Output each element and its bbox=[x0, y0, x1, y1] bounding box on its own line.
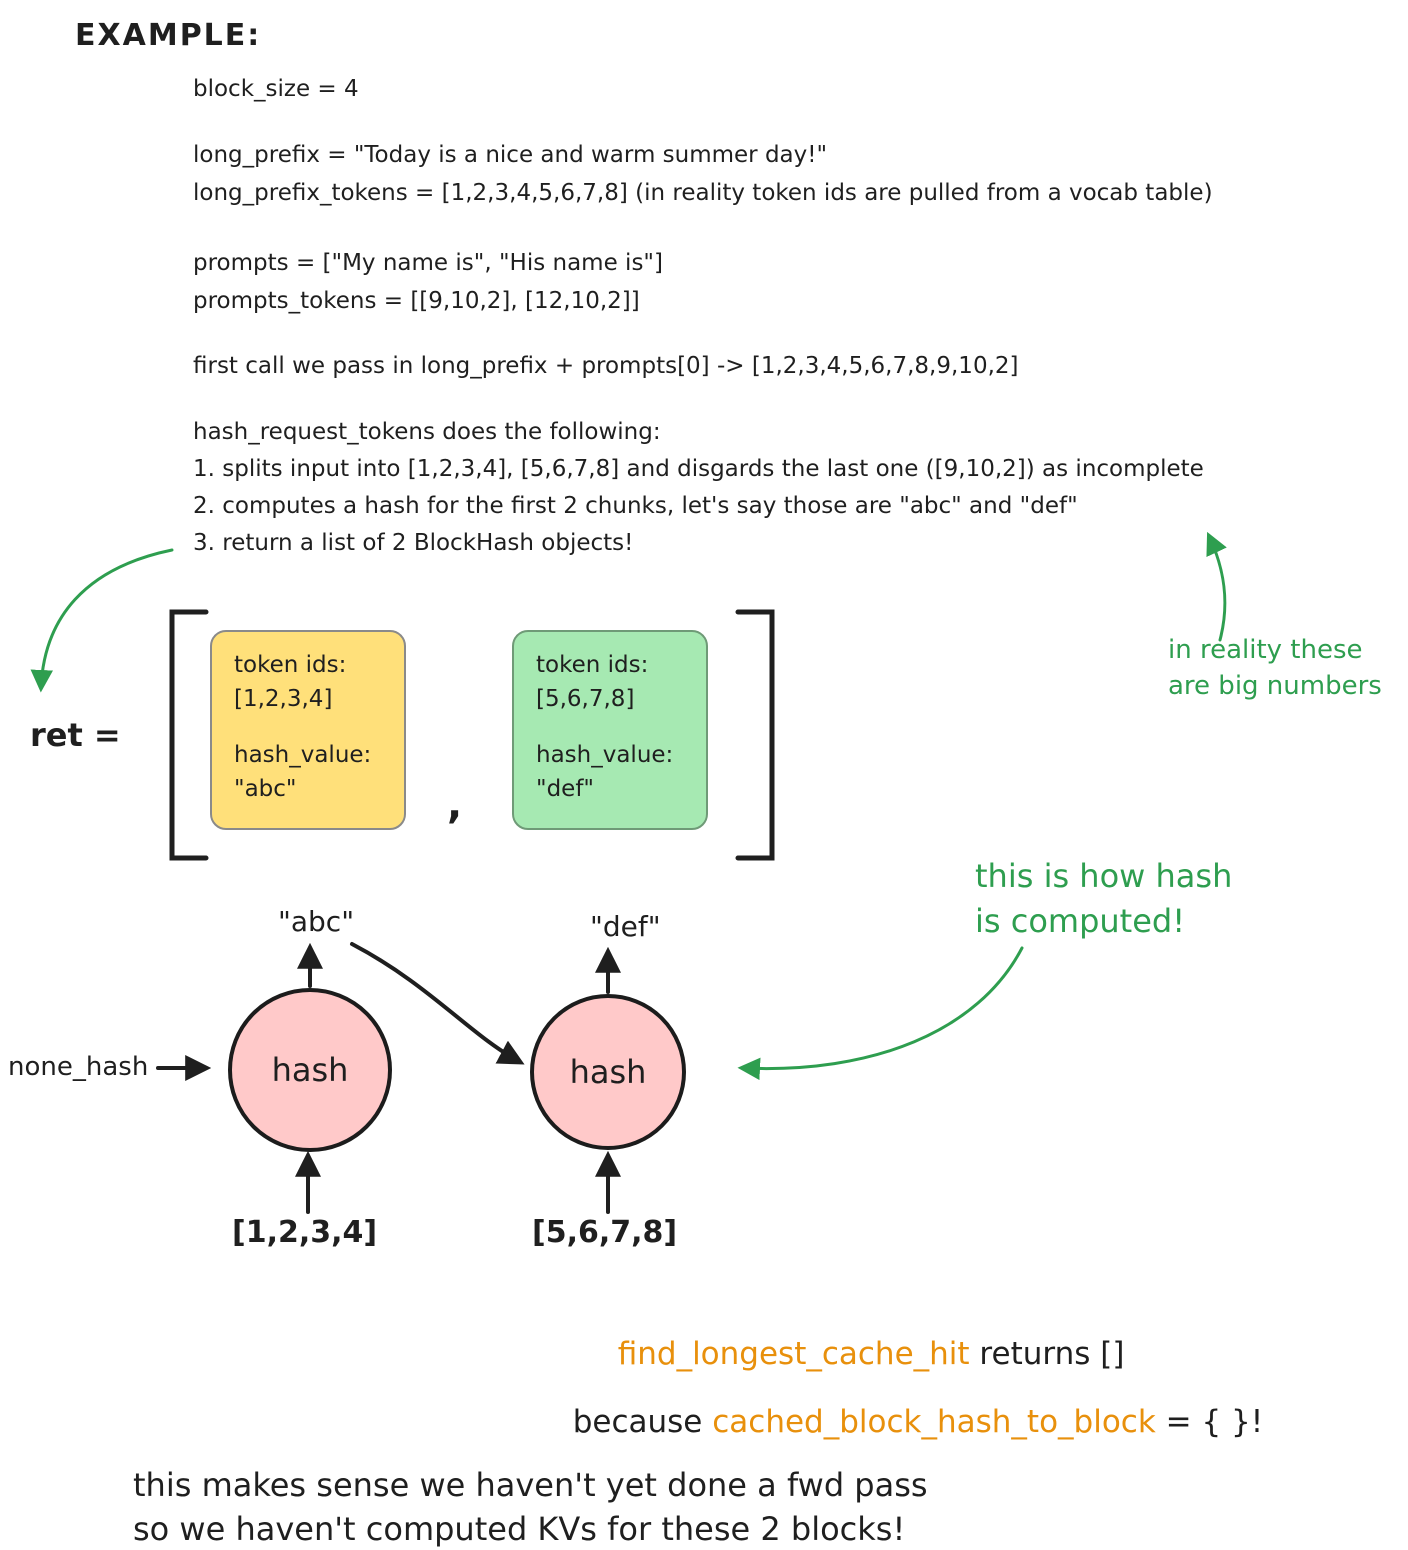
left-hash-circle bbox=[228, 988, 392, 1152]
list-comma: , bbox=[447, 782, 463, 828]
note-big-numbers-line2: are big numbers bbox=[1168, 671, 1382, 701]
code-line-step-3: 3. return a list of 2 BlockHash objects! bbox=[193, 530, 634, 556]
hash-field-value: "def" bbox=[536, 776, 595, 802]
hash-field-label: hash_value: bbox=[234, 742, 372, 768]
code-line-hash-request: hash_request_tokens does the following: bbox=[193, 419, 661, 445]
code-line-block-size: block_size = 4 bbox=[193, 76, 359, 102]
code-line-step-2: 2. computes a hash for the first 2 chunk… bbox=[193, 493, 1078, 519]
note-how-hash-line2: is computed! bbox=[975, 902, 1186, 940]
hash-field-label: hash_value: bbox=[536, 742, 674, 768]
how-hash-arrow bbox=[737, 946, 1024, 1081]
right-hash-node-label: hash bbox=[569, 1053, 647, 1091]
ret-annotation-arrow bbox=[30, 548, 174, 693]
chain-arrow bbox=[350, 942, 525, 1065]
abc-output-label: "abc" bbox=[278, 905, 355, 938]
code-line-long-prefix-tokens: long_prefix_tokens = [1,2,3,4,5,6,7,8] (… bbox=[193, 180, 1213, 206]
big-numbers-arrow bbox=[1206, 531, 1227, 642]
cache-map-result-line: because cached_block_hash_to_block = { }… bbox=[553, 1368, 1264, 1440]
page-title: EXAMPLE: bbox=[75, 18, 262, 53]
returns-text: returns [] bbox=[969, 1336, 1125, 1372]
code-line-first-call: first call we pass in long_prefix + prom… bbox=[193, 353, 1019, 379]
ret-label: ret = bbox=[30, 716, 121, 754]
fn-name: find_longest_cache_hit bbox=[617, 1336, 970, 1372]
note-how-hash-line1: this is how hash bbox=[975, 857, 1233, 895]
left-tokens-label: [1,2,3,4] bbox=[232, 1215, 378, 1250]
tokens-field-value: [1,2,3,4] bbox=[234, 686, 333, 712]
left-hash-node-label: hash bbox=[271, 1051, 349, 1089]
right-tokens-label: [5,6,7,8] bbox=[532, 1215, 678, 1250]
hash-field-value: "abc" bbox=[234, 776, 297, 802]
footer-line1: this makes sense we haven't yet done a f… bbox=[133, 1466, 928, 1504]
tokens-field-label: token ids: bbox=[234, 652, 347, 678]
tokens-field-label: token ids: bbox=[536, 652, 649, 678]
right-bracket bbox=[735, 609, 775, 861]
code-line-step-1: 1. splits input into [1,2,3,4], [5,6,7,8… bbox=[193, 456, 1204, 482]
right-hash-circle bbox=[530, 994, 686, 1150]
code-line-prompts: prompts = ["My name is", "His name is"] bbox=[193, 250, 663, 276]
equals-text: = { }! bbox=[1155, 1404, 1264, 1440]
code-line-prompts-tokens: prompts_tokens = [[9,10,2], [12,10,2]] bbox=[193, 288, 640, 314]
tokens-field-value: [5,6,7,8] bbox=[536, 686, 635, 712]
note-big-numbers-line1: in reality these bbox=[1168, 635, 1363, 665]
footer-line2: so we haven't computed KVs for these 2 b… bbox=[133, 1510, 906, 1548]
blockhash-card-def: token ids: [5,6,7,8] hash_value: "def" bbox=[512, 630, 708, 830]
none-hash-label: none_hash bbox=[8, 1052, 149, 1082]
left-bracket bbox=[169, 609, 209, 861]
cache-hit-result-line: find_longest_cache_hit returns [] bbox=[598, 1300, 1125, 1372]
because-text: because bbox=[572, 1404, 713, 1440]
def-output-label: "def" bbox=[590, 910, 661, 943]
code-line-long-prefix: long_prefix = "Today is a nice and warm … bbox=[193, 142, 828, 168]
blockhash-card-abc: token ids: [1,2,3,4] hash_value: "abc" bbox=[210, 630, 406, 830]
map-name: cached_block_hash_to_block bbox=[712, 1404, 1156, 1440]
